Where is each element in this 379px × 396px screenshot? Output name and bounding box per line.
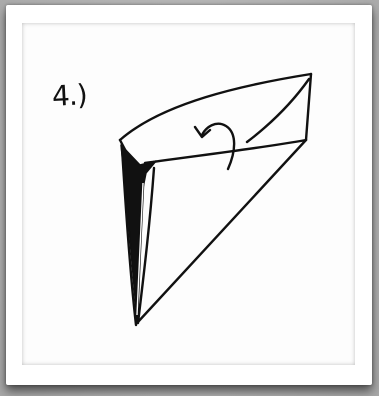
body-right-edge bbox=[137, 140, 306, 323]
drawing-paper: 4.) bbox=[22, 23, 355, 365]
fold-line bbox=[145, 140, 306, 163]
flap-top-edge bbox=[120, 74, 311, 140]
inner-crease bbox=[247, 79, 309, 142]
rotation-arrow bbox=[202, 124, 234, 169]
photo-frame: 4.) bbox=[6, 5, 372, 385]
step-number-label: 4.) bbox=[51, 78, 87, 113]
folding-diagram bbox=[22, 23, 355, 365]
